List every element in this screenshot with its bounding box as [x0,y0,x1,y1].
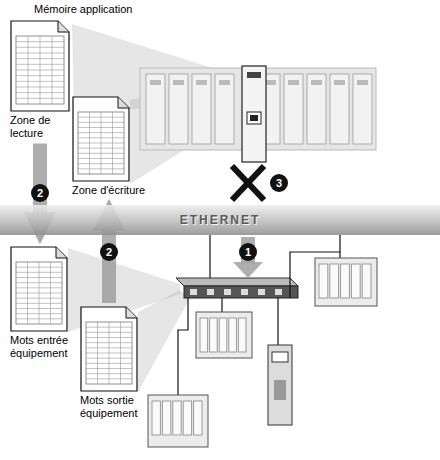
drive-device [268,345,292,425]
zone-label: Mots sortie équipement [80,392,146,420]
remote-device [315,258,377,306]
document-icon [10,246,68,332]
callout-number: 1 [239,243,257,261]
ethernet-switch [176,278,298,298]
zone-label: Mots entrée équipement [10,332,76,360]
blocked-mark [232,166,264,200]
callout-number: 3 [270,174,288,192]
callout-number: 2 [100,243,118,261]
projection-beam [138,290,190,392]
document-icon [72,96,130,182]
memory-title: Mémoire application [34,3,132,16]
cpu-module [242,66,266,162]
document-icon [10,20,70,112]
remote-device [148,395,208,447]
network-bus: ETHERNET [0,205,440,235]
document-icon [80,306,138,392]
zone-label: Zone de lecture [10,112,76,140]
memory-table: Mots entrée équipement [10,246,76,360]
memory-table: Zone d'écriture [72,96,156,197]
remote-device [196,312,252,358]
memory-table: Mots sortie équipement [80,306,146,420]
plc-rack [140,66,376,162]
zone-label: Zone d'écriture [72,182,156,197]
exchange-arrow [233,237,263,278]
network-name: ETHERNET [180,213,261,227]
memory-table: Zone de lecture [10,20,76,140]
